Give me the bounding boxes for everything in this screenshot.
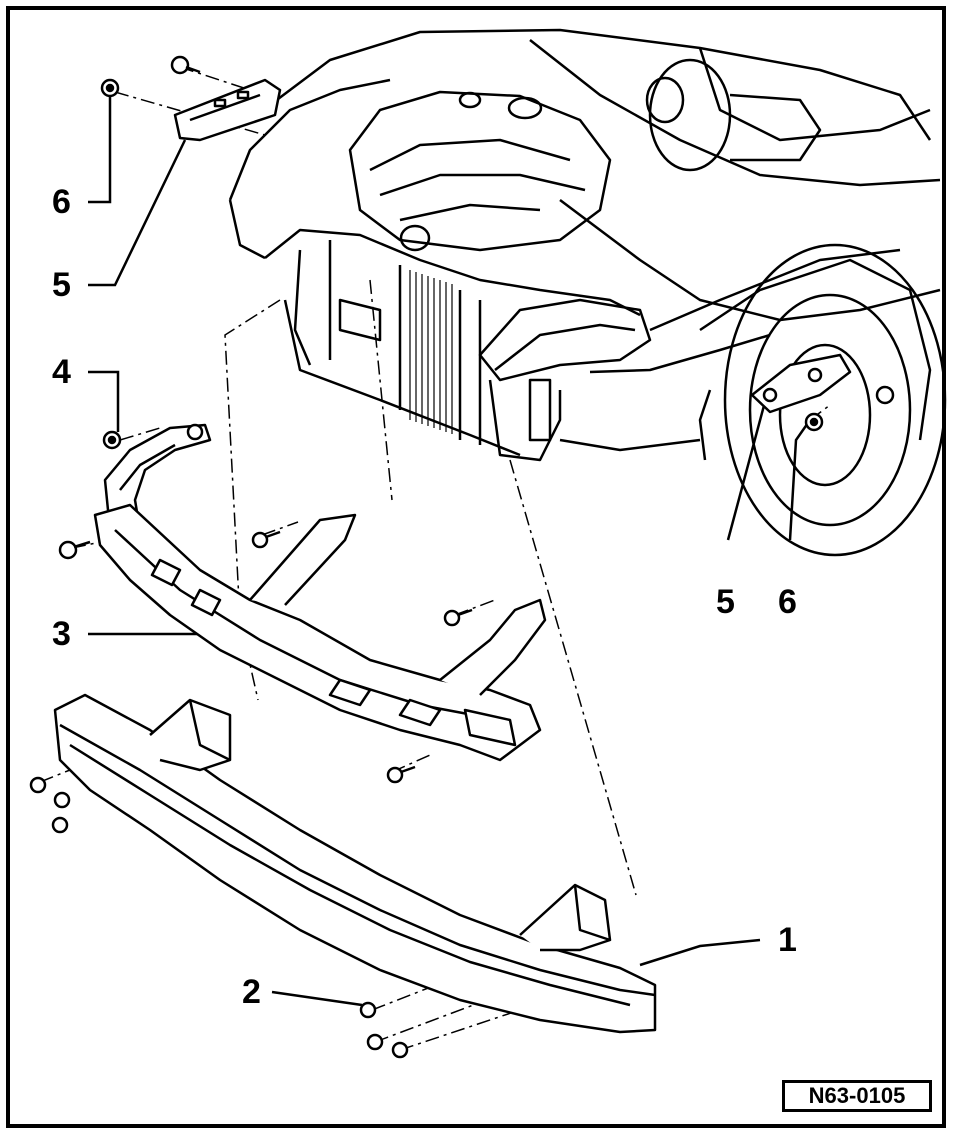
- callout-label-5-right: 5: [716, 583, 735, 621]
- vehicle-front-body: [228, 28, 947, 557]
- bumper-carrier-1: [53, 693, 657, 1034]
- leader-5-top: [88, 139, 187, 287]
- nut-6-right: [804, 412, 824, 432]
- bracket-5-top: [173, 78, 282, 142]
- bolt-right: [875, 385, 895, 405]
- bracket-5-right: [750, 353, 852, 414]
- leader-1: [639, 938, 761, 967]
- leader-2: [271, 990, 363, 1007]
- leader-5-right: [726, 397, 768, 541]
- callout-label-3: 3: [52, 615, 71, 653]
- bumper-bolts-left: [29, 776, 71, 834]
- bolt-top: [170, 55, 201, 75]
- panel-3-bolts: [58, 530, 473, 784]
- figure-reference-code: N63-0105: [782, 1080, 932, 1112]
- callout-label-5-top: 5: [52, 266, 71, 304]
- callout-label-1: 1: [778, 921, 797, 959]
- leader-6-top: [88, 92, 112, 204]
- callout-label-6-top: 6: [52, 183, 71, 221]
- callout-label-4: 4: [52, 353, 71, 391]
- leader-6-right: [788, 419, 812, 541]
- callout-leaders: [88, 92, 812, 1007]
- nut-4: [102, 430, 122, 450]
- bolts-2: [359, 1001, 409, 1059]
- callout-label-6-right: 6: [778, 583, 797, 621]
- nut-6-top: [100, 78, 120, 98]
- figure-border: [6, 6, 946, 1128]
- mounting-panel-3: [93, 503, 547, 762]
- bolt-4: [186, 423, 204, 441]
- leader-4: [88, 370, 120, 432]
- callout-label-2: 2: [242, 973, 261, 1011]
